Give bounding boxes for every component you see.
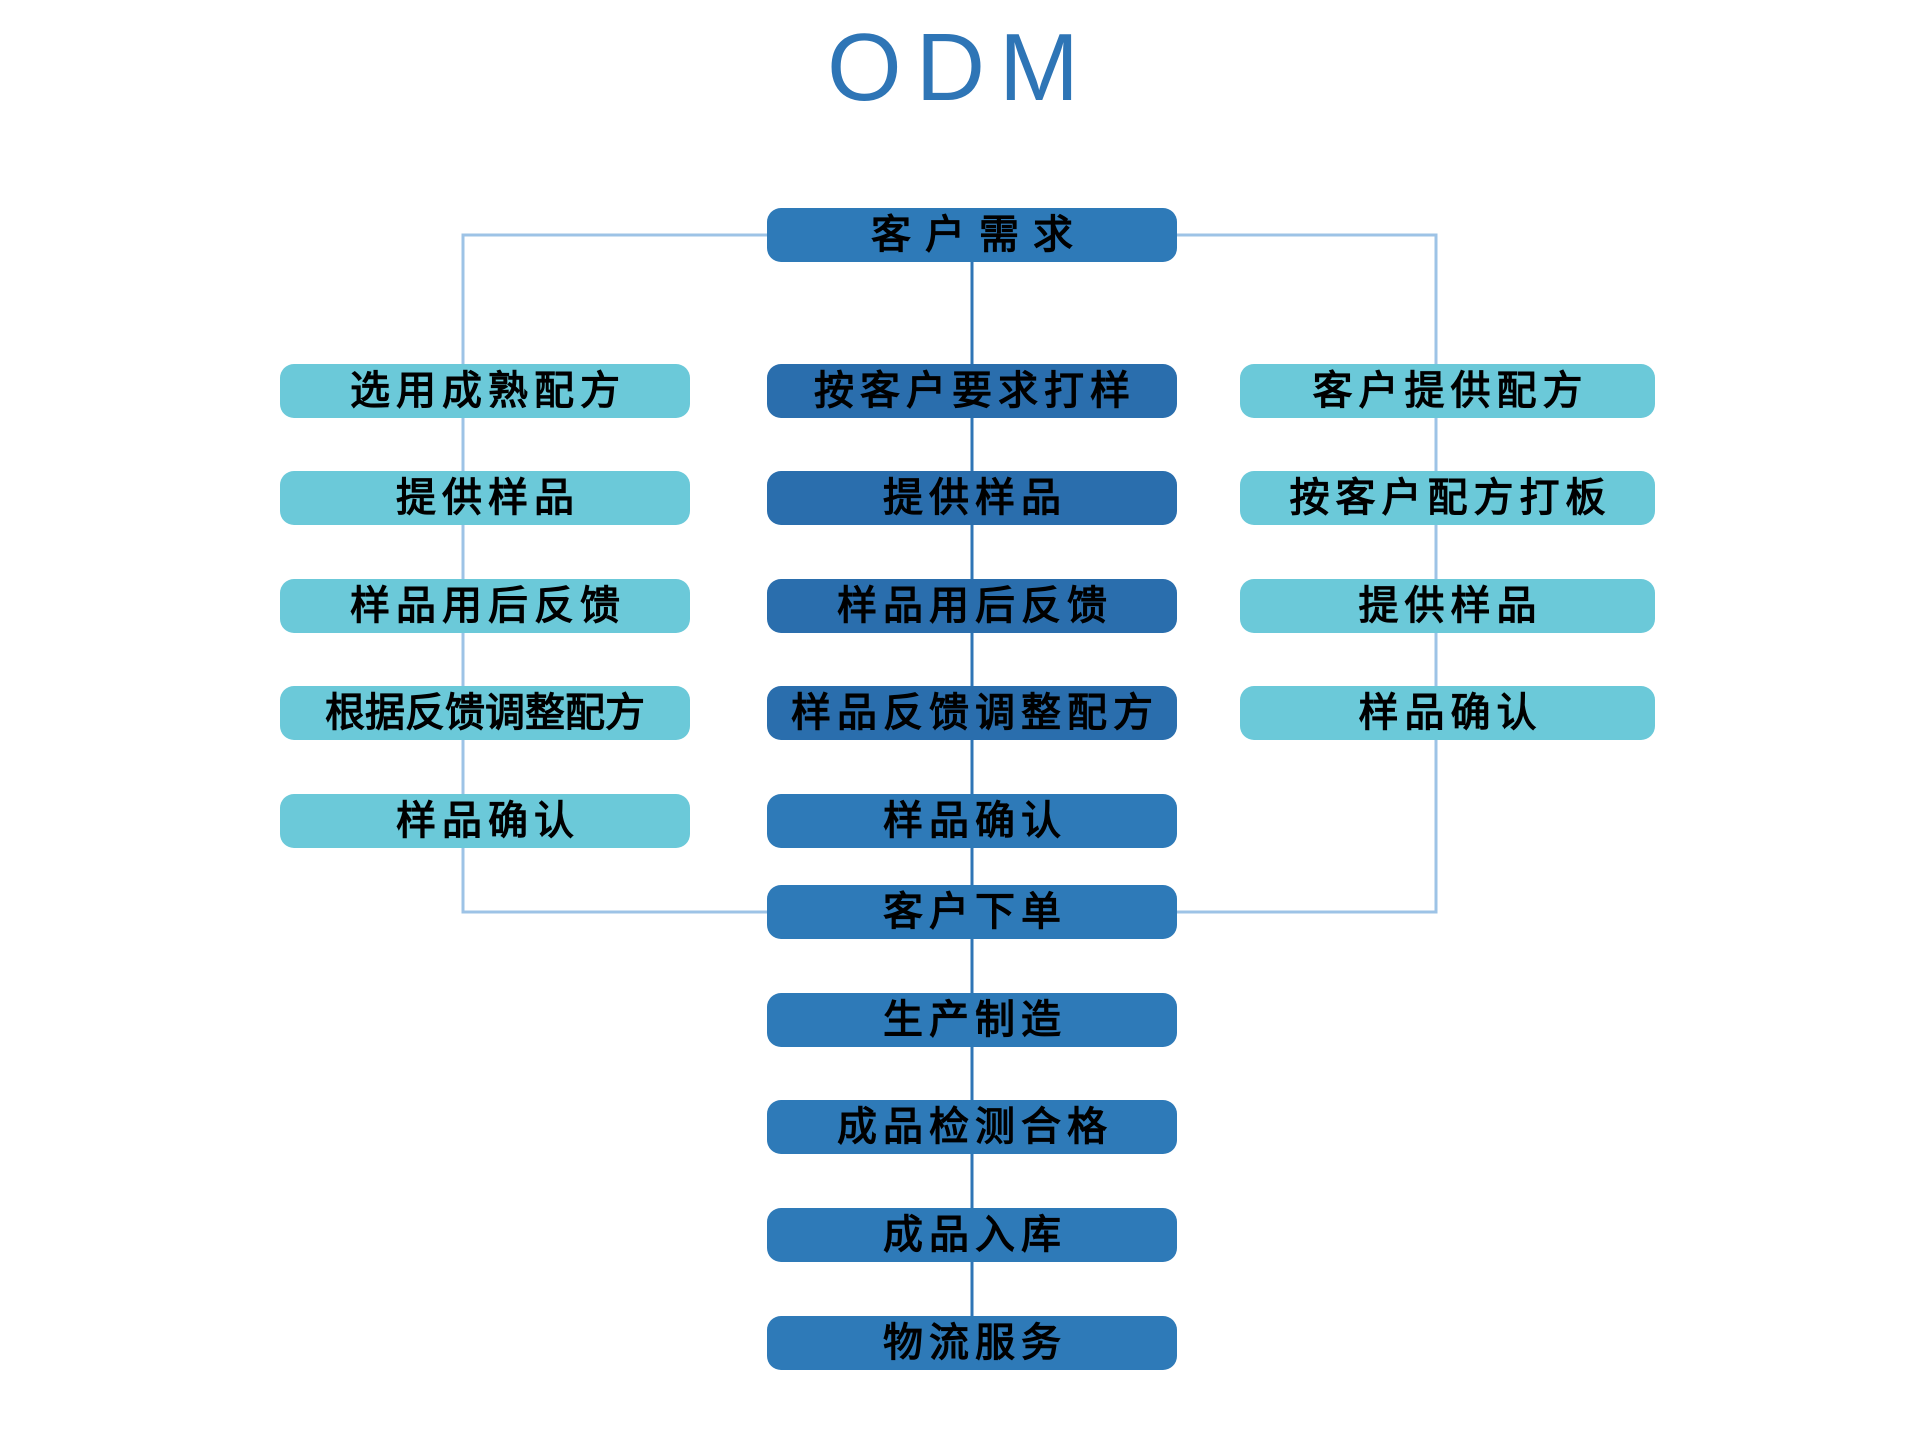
node-main-logistics[interactable]: 物流服务: [767, 1316, 1177, 1370]
node-left-2[interactable]: 提供样品: [280, 471, 690, 525]
node-main-warehouse[interactable]: 成品入库: [767, 1208, 1177, 1262]
node-main-production[interactable]: 生产制造: [767, 993, 1177, 1047]
node-left-3[interactable]: 样品用后反馈: [280, 579, 690, 633]
page-title: ODM: [827, 14, 1093, 121]
node-right-4[interactable]: 样品确认: [1240, 686, 1655, 740]
node-right-2[interactable]: 按客户配方打板: [1240, 471, 1655, 525]
node-center-1[interactable]: 按客户要求打样: [767, 364, 1177, 418]
node-start[interactable]: 客户需求: [767, 208, 1177, 262]
edge-start-to-right-branch: [1177, 233, 1438, 914]
node-center-4[interactable]: 样品反馈调整配方: [767, 686, 1177, 740]
node-center-3[interactable]: 样品用后反馈: [767, 579, 1177, 633]
node-left-4[interactable]: 根据反馈调整配方: [280, 686, 690, 740]
node-center-2[interactable]: 提供样品: [767, 471, 1177, 525]
edge-start-to-left-branch: [461, 233, 767, 914]
node-right-3[interactable]: 提供样品: [1240, 579, 1655, 633]
node-main-order[interactable]: 客户下单: [767, 885, 1177, 939]
node-right-1[interactable]: 客户提供配方: [1240, 364, 1655, 418]
node-left-1[interactable]: 选用成熟配方: [280, 364, 690, 418]
node-main-inspection[interactable]: 成品检测合格: [767, 1100, 1177, 1154]
node-center-5[interactable]: 样品确认: [767, 794, 1177, 848]
node-left-5[interactable]: 样品确认: [280, 794, 690, 848]
